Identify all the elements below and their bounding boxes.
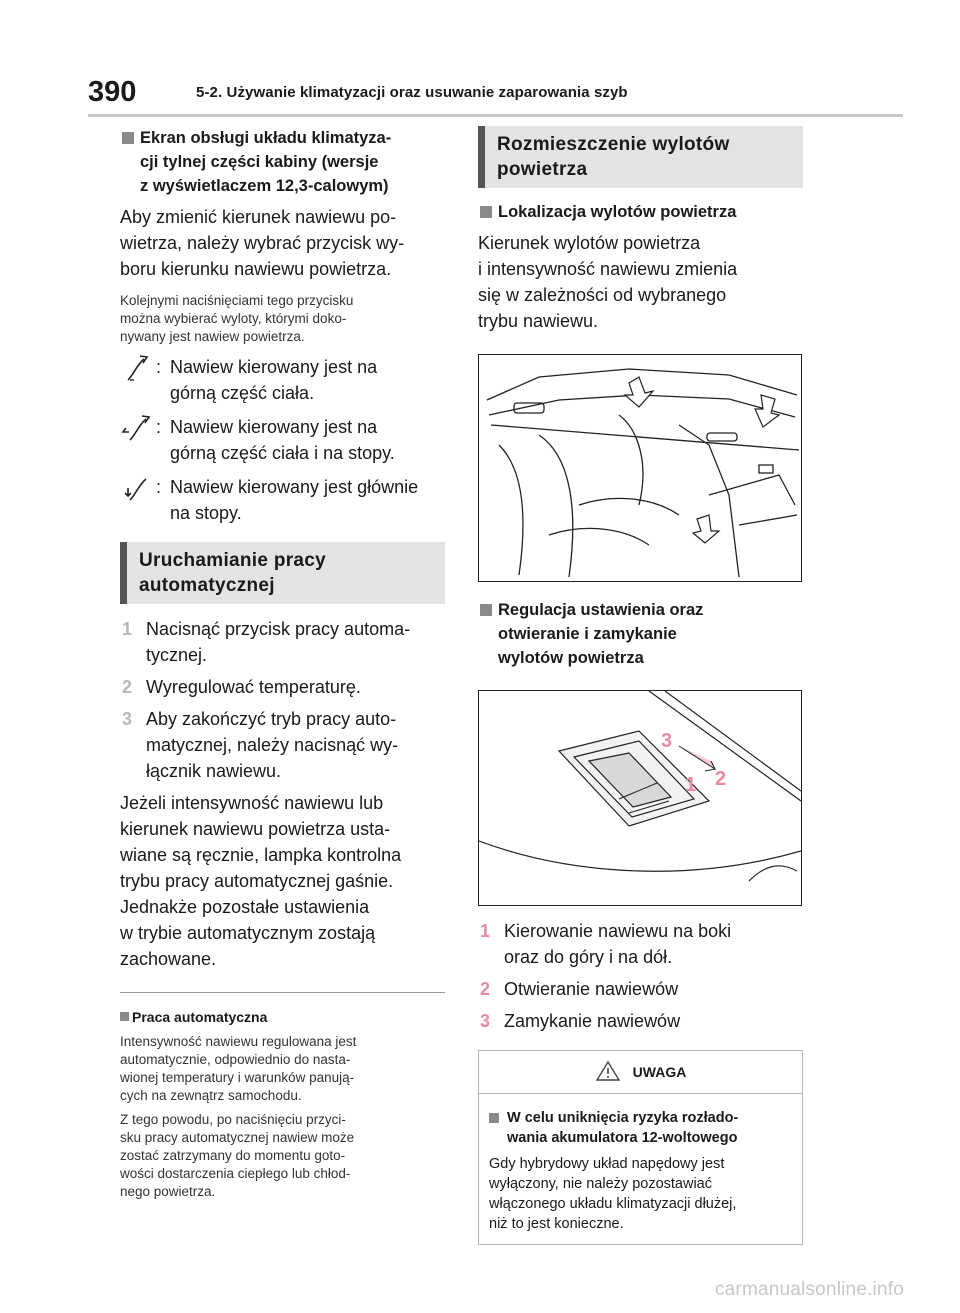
mode-text-upper: Nawiew kierowany jest na górną część cia… — [170, 357, 378, 403]
legend-number: 1 — [480, 921, 491, 941]
airflow-upper-body-feet-icon — [120, 414, 156, 442]
warning-title-row: UWAGA — [479, 1051, 802, 1094]
cabin-illustration — [478, 354, 802, 582]
header-rule — [88, 114, 903, 117]
step-3: 3 Aby zakończyć tryb pracy auto- matyczn… — [120, 706, 445, 784]
note-paragraph-1: Intensywność nawiewu regulowana jest aut… — [120, 1034, 357, 1103]
callout-3: 3 — [661, 730, 672, 752]
warning-text: Gdy hybrydowy układ napędowy jest wyłącz… — [489, 1156, 737, 1232]
watermark: carmanualsonline.info — [714, 1279, 904, 1300]
callout-2: 2 — [715, 768, 726, 790]
legend-number: 3 — [480, 1011, 491, 1031]
mode-text-upper-feet: Nawiew kierowany jest na górną część cia… — [170, 417, 395, 463]
colon: : — [156, 357, 162, 377]
vent-adjustment-illustration: 3 1 2 — [478, 690, 802, 906]
legend-text: Kierowanie nawiewu na boki oraz do góry … — [504, 921, 732, 967]
note-title: Praca automatyczna — [120, 1007, 445, 1027]
adjust-heading: Regulacja ustawienia oraz otwieranie i z… — [478, 598, 803, 670]
airflow-mode-list: : Nawiew kierowany jest na górną część c… — [120, 354, 445, 526]
airflow-feet-icon — [120, 474, 156, 502]
screen-heading: Ekran obsługi układu klimatyza- cji tyln… — [120, 126, 445, 198]
warning-triangle-icon — [595, 1060, 621, 1085]
mode-text-feet: Nawiew kierowany jest głównie na stopy. — [170, 477, 419, 523]
step-number: 2 — [122, 677, 133, 697]
left-column: Ekran obsługi układu klimatyza- cji tyln… — [120, 126, 445, 1201]
warning-box: UWAGA W celu uniknięcia ryzyka rozłado- … — [478, 1050, 803, 1245]
step-number: 3 — [122, 709, 133, 729]
legend-text: Otwieranie nawiewów — [504, 979, 679, 999]
step-text: Aby zakończyć tryb pracy auto- matycznej… — [146, 709, 399, 781]
note-block: Praca automatyczna Intensywność nawiewu … — [120, 992, 445, 1201]
airflow-upper-body-icon — [120, 354, 156, 382]
intro-paragraph: Aby zmienić kierunek nawiewu po- wietrza… — [120, 207, 405, 279]
colon: : — [156, 417, 162, 437]
location-text: Kierunek wylotów powietrza i intensywnoś… — [478, 233, 738, 331]
warning-heading: W celu uniknięcia ryzyka rozłado- wania … — [489, 1108, 792, 1148]
step-1: 1 Nacisnąć przycisk pracy automa- tyczne… — [120, 616, 445, 668]
legend-item-3: 3 Zamykanie nawiewów — [478, 1008, 803, 1034]
legend-item-2: 2 Otwieranie nawiewów — [478, 976, 803, 1002]
step-number: 1 — [122, 619, 133, 639]
location-heading: Lokalizacja wylotów powietrza — [478, 200, 803, 224]
running-header: 5-2. Używanie klimatyzacji oraz usuwanie… — [196, 84, 628, 101]
callout-1: 1 — [685, 774, 696, 796]
warning-title: UWAGA — [632, 1064, 687, 1080]
mode-row-feet: : Nawiew kierowany jest głównie na stopy… — [120, 474, 445, 526]
legend-text: Zamykanie nawiewów — [504, 1011, 681, 1031]
auto-section-title: Uruchamianie pracy automatycznej — [120, 542, 445, 604]
step-text: Nacisnąć przycisk pracy automa- tycznej. — [146, 619, 411, 665]
auto-steps: 1 Nacisnąć przycisk pracy automa- tyczne… — [120, 616, 445, 784]
right-column: Rozmieszczenie wylotów powietrza Lokaliz… — [478, 126, 803, 1245]
colon: : — [156, 477, 162, 497]
vent-legend: 1 Kierowanie nawiewu na boki oraz do gór… — [478, 918, 803, 1034]
step-2: 2 Wyregulować temperaturę. — [120, 674, 445, 700]
legend-item-1: 1 Kierowanie nawiewu na boki oraz do gór… — [478, 918, 803, 970]
press-note: Kolejnymi naciśnięciami tego przycisku m… — [120, 293, 354, 344]
note-paragraph-2: Z tego powodu, po naciśnięciu przyci- sk… — [120, 1112, 355, 1199]
vents-section-title: Rozmieszczenie wylotów powietrza — [478, 126, 803, 188]
step-text: Wyregulować temperaturę. — [146, 677, 361, 697]
mode-row-upper-feet: : Nawiew kierowany jest na górną część c… — [120, 414, 445, 466]
legend-number: 2 — [480, 979, 491, 999]
mode-row-upper: : Nawiew kierowany jest na górną część c… — [120, 354, 445, 406]
auto-paragraph: Jeżeli intensywność nawiewu lub kierunek… — [120, 793, 402, 969]
page-number: 390 — [88, 76, 137, 108]
